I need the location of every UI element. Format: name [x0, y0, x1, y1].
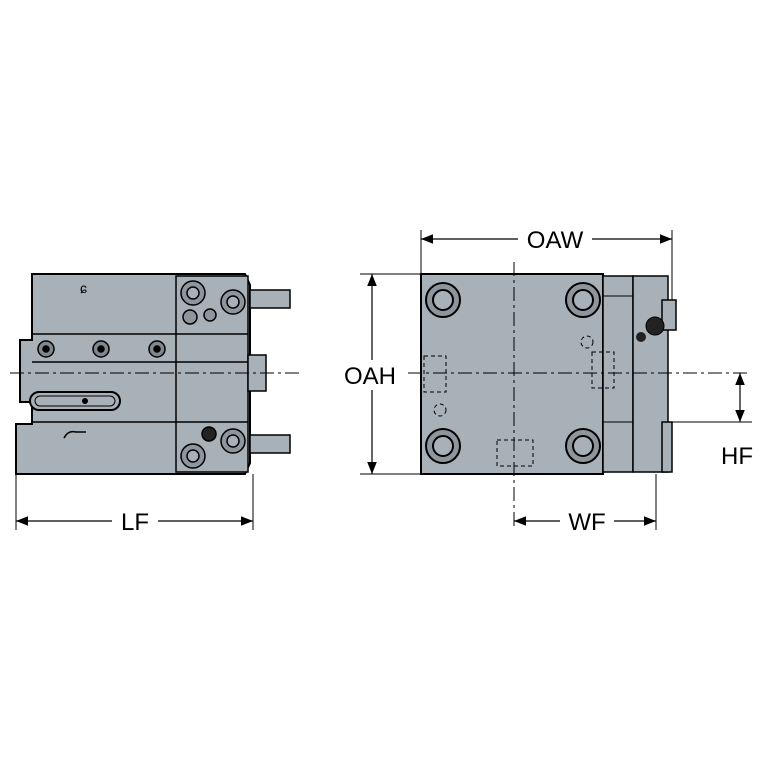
side-view: ɕ	[10, 273, 300, 475]
oaw-label: OAW	[527, 227, 584, 254]
clamp-knob	[645, 316, 665, 336]
lower-clamp-cluster	[180, 426, 246, 469]
lf-dimension: LF	[15, 474, 254, 536]
upper-pin	[249, 289, 291, 309]
side-screw-row	[37, 340, 166, 358]
wf-dimension: WF	[514, 474, 657, 536]
hf-label: HF	[721, 443, 753, 470]
front-view-rail	[602, 275, 634, 473]
svg-text:ɕ: ɕ	[80, 280, 87, 296]
oah-dimension: OAH	[344, 273, 421, 475]
corner-bolts	[425, 282, 601, 464]
lf-label: LF	[121, 509, 149, 536]
side-slot	[29, 391, 121, 411]
upper-clamp-cluster	[180, 280, 246, 325]
lower-pin	[249, 434, 291, 454]
hf-dimension: HF	[672, 373, 753, 470]
front-view	[408, 262, 750, 530]
oah-label: OAH	[344, 363, 396, 390]
wf-label: WF	[568, 509, 605, 536]
oaw-dimension: OAW	[420, 227, 673, 300]
